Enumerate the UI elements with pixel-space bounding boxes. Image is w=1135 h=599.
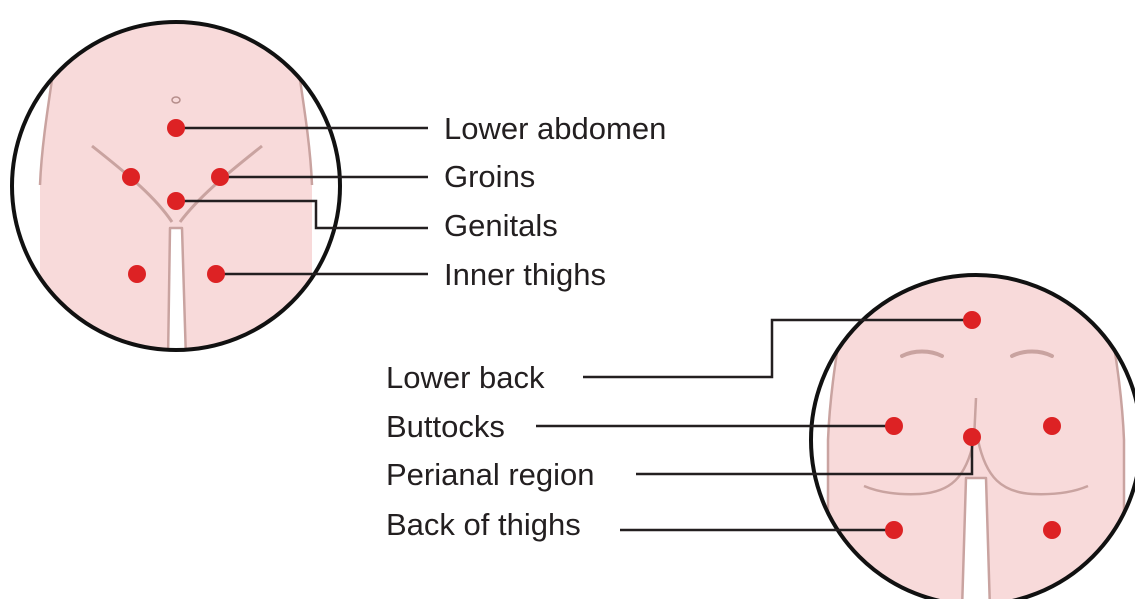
marker-genitals	[167, 192, 185, 210]
marker-lower-back	[963, 311, 981, 329]
marker-inner-thigh-left	[128, 265, 146, 283]
label-perianal-region: Perianal region	[386, 457, 595, 492]
label-back-of-thighs: Back of thighs	[386, 507, 581, 542]
marker-lower-abdomen	[167, 119, 185, 137]
marker-perianal-region	[963, 428, 981, 446]
label-lower-back: Lower back	[386, 360, 545, 395]
label-genitals: Genitals	[444, 208, 558, 243]
label-groins: Groins	[444, 159, 535, 194]
marker-back-thigh-right	[1043, 521, 1061, 539]
marker-inner-thigh-right	[207, 265, 225, 283]
inner-leg-gap	[168, 228, 186, 360]
marker-groin-right	[211, 168, 229, 186]
front-body-view	[0, 0, 360, 360]
front-labels: Lower abdomen Groins Genitals Inner thig…	[444, 111, 666, 292]
label-buttocks: Buttocks	[386, 409, 505, 444]
marker-buttock-right	[1043, 417, 1061, 435]
marker-back-thigh-left	[885, 521, 903, 539]
marker-buttock-left	[885, 417, 903, 435]
label-lower-abdomen: Lower abdomen	[444, 111, 666, 146]
back-labels: Lower back Buttocks Perianal region Back…	[386, 360, 595, 542]
marker-groin-left	[122, 168, 140, 186]
back-leg-gap	[962, 478, 990, 599]
label-inner-thighs: Inner thighs	[444, 257, 606, 292]
